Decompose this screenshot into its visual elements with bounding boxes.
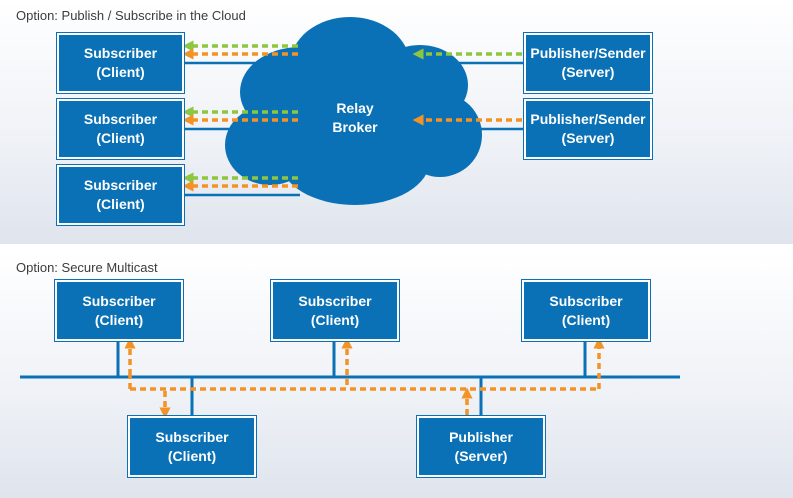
multicast-publisher[interactable]: Publisher (Server): [417, 416, 545, 477]
top-message-arrows: [182, 40, 522, 192]
node-label-line1: Publisher: [449, 428, 513, 445]
cloud-subscriber-3[interactable]: Subscriber (Client): [57, 165, 184, 225]
cloud-publisher-1[interactable]: Publisher/Sender (Server): [524, 33, 652, 93]
node-label-line2: (Client): [94, 311, 144, 328]
node-label-line1: Subscriber: [298, 292, 372, 309]
node-label-line2: (Client): [167, 447, 217, 464]
node-label-line2: (Client): [310, 311, 360, 328]
broker-label-line2: Broker: [332, 119, 378, 135]
node-label-line2: (Client): [96, 64, 145, 80]
multicast-subscriber-4[interactable]: Subscriber (Client): [128, 416, 256, 477]
node-label-line1: Subscriber: [83, 111, 158, 127]
node-label-line1: Subscriber: [83, 177, 158, 193]
multicast-subscriber-3[interactable]: Subscriber (Client): [522, 280, 650, 341]
node-label-line2: (Client): [96, 196, 145, 212]
node-label-line2: (Server): [561, 130, 615, 146]
relay-broker-cloud: [225, 17, 482, 205]
node-label-line2: (Client): [561, 311, 611, 328]
node-label-line2: (Server): [561, 64, 615, 80]
node-label-line1: Subscriber: [155, 428, 229, 445]
cloud-subscriber-2[interactable]: Subscriber (Client): [57, 99, 184, 159]
relay-broker-label: Relay Broker: [300, 99, 410, 137]
multicast-bus: [20, 341, 680, 417]
node-label-line1: Publisher/Sender: [530, 45, 646, 61]
multicast-subscriber-1[interactable]: Subscriber (Client): [55, 280, 183, 341]
node-label-line1: Publisher/Sender: [530, 111, 646, 127]
node-label-line1: Subscriber: [549, 292, 623, 309]
node-label-line2: (Server): [454, 447, 508, 464]
broker-label-line1: Relay: [336, 100, 374, 116]
node-label-line2: (Client): [96, 130, 145, 146]
cloud-publisher-2[interactable]: Publisher/Sender (Server): [524, 99, 652, 159]
multicast-message-arrows: [124, 337, 605, 419]
multicast-option-title: Option: Secure Multicast: [16, 260, 158, 275]
cloud-subscriber-1[interactable]: Subscriber (Client): [57, 33, 184, 93]
node-label-line1: Subscriber: [82, 292, 156, 309]
multicast-subscriber-2[interactable]: Subscriber (Client): [271, 280, 399, 341]
cloud-option-title: Option: Publish / Subscribe in the Cloud: [16, 8, 246, 23]
node-label-line1: Subscriber: [83, 45, 158, 61]
